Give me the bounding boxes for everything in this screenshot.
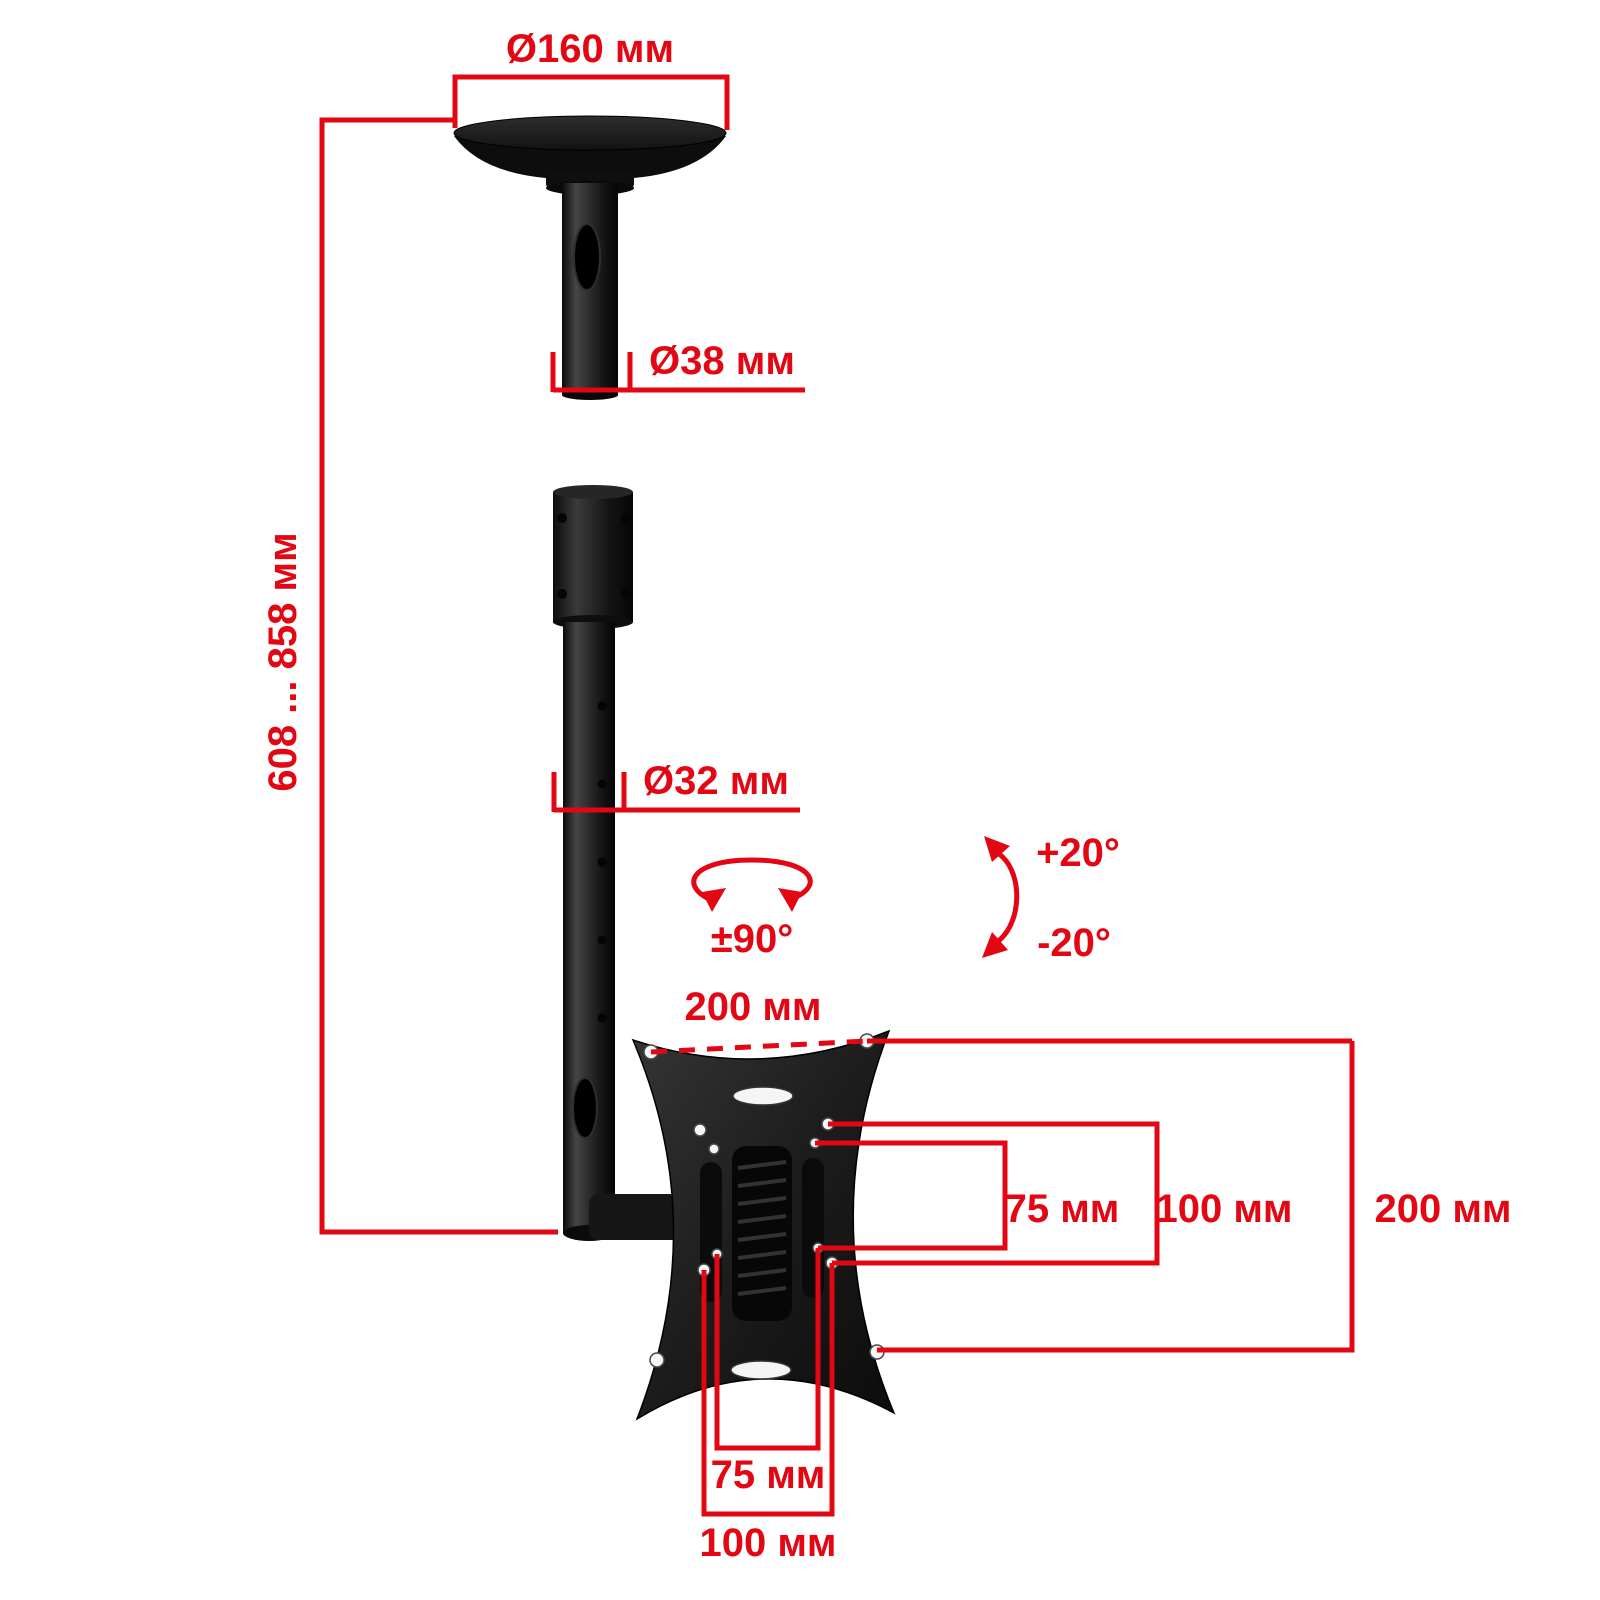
vesa-hole-200 [649, 1352, 665, 1368]
dim-vesa-width-top: 200 мм [650, 985, 1352, 1055]
adjust-hole [597, 857, 607, 867]
lower-pole-body [563, 622, 615, 1234]
dim-vesa-100-horizontal: 100 мм [699, 1263, 837, 1565]
telescopic-tube [553, 485, 633, 629]
tilt-arrowhead-up-icon [984, 836, 1010, 862]
dim-line-height-range [319, 117, 558, 1235]
rotation-indicator: ±90° [691, 857, 813, 961]
tilt-arrow-icon [992, 849, 1020, 947]
rotation-arrow-icon [691, 857, 813, 905]
dim-label-vesa-width-top: 200 мм [684, 985, 821, 1029]
tube-screw [621, 589, 631, 599]
dim-line-vesa-100-vertical [828, 1121, 1160, 1266]
dim-label-height-range: 608 ... 858 мм [261, 532, 305, 791]
adjust-hole [597, 779, 607, 789]
plate-slot-bottom [730, 1360, 792, 1380]
dim-label-upper-pole-diameter: Ø38 мм [649, 339, 795, 383]
telescopic-tube-body [553, 492, 633, 622]
ceiling-plate [453, 115, 727, 195]
dim-vesa-75-vertical: 75 мм [815, 1140, 1120, 1251]
tilt-hinge-body [732, 1146, 792, 1321]
tube-screw [557, 589, 567, 599]
dim-label-tilt-up: +20° [1036, 831, 1120, 875]
dim-label-rotation: ±90° [711, 917, 793, 961]
dim-line-vesa-75-vertical [815, 1140, 1008, 1251]
dim-plate-diameter: Ø160 мм [452, 27, 730, 130]
upper-pole [562, 183, 618, 400]
tilt-hinge-ribs [737, 1160, 787, 1296]
rotation-arrowhead-right-icon [778, 888, 802, 912]
tilt-arrowhead-down-icon [982, 932, 1008, 958]
dim-line-lower-pole-diameter [551, 772, 800, 813]
vesa-hole-100 [693, 1123, 707, 1137]
tube-screw [557, 513, 567, 523]
tilt-hinge [732, 1146, 792, 1321]
dim-vesa-100-vertical: 100 мм [828, 1121, 1293, 1266]
dim-line-upper-pole-diameter [550, 352, 805, 393]
plate-slot-right [802, 1158, 824, 1298]
vesa-hole-75 [708, 1143, 720, 1155]
dim-line-vesa-75-horizontal [714, 1248, 821, 1451]
dim-line-vesa-height-right [877, 1041, 1355, 1353]
adjust-hole [597, 701, 607, 711]
adjust-hole [597, 1013, 607, 1023]
dim-vesa-height-right: 200 мм [877, 1041, 1512, 1353]
dim-label-lower-pole-diameter: Ø32 мм [643, 759, 789, 803]
adjust-hole [597, 935, 607, 945]
dim-upper-pole-diameter: Ø38 мм [550, 339, 805, 393]
dim-label-plate-diameter: Ø160 мм [506, 27, 674, 71]
dim-label-vesa-height-right: 200 мм [1374, 1187, 1511, 1231]
tilt-indicator: +20° -20° [982, 831, 1120, 965]
cable-hole-top [573, 223, 601, 291]
dim-vesa-75-horizontal: 75 мм [711, 1248, 826, 1497]
rotation-arrowhead-left-icon [702, 888, 726, 912]
dim-height-range: 608 ... 858 мм [261, 117, 558, 1235]
lower-pole [563, 622, 615, 1241]
dim-label-vesa-75-vertical: 75 мм [1005, 1187, 1120, 1231]
dim-label-vesa-75-horizontal: 75 мм [711, 1453, 826, 1497]
dim-lower-pole-diameter: Ø32 мм [551, 759, 800, 813]
dim-line-vesa-100-horizontal [701, 1263, 835, 1517]
telescopic-tube-top [553, 485, 633, 499]
dim-label-tilt-down: -20° [1037, 921, 1111, 965]
dim-label-vesa-100-horizontal: 100 мм [699, 1521, 836, 1565]
tube-screw [621, 513, 631, 523]
plate-slot-top [732, 1086, 794, 1106]
dim-line-plate-diameter [452, 74, 730, 130]
ceiling-plate-disc [453, 115, 727, 151]
dim-line-vesa-top-dashed [650, 1038, 868, 1055]
vesa-plate [631, 1029, 896, 1421]
cable-hole-bottom [572, 1077, 598, 1139]
dim-label-vesa-100-vertical: 100 мм [1155, 1187, 1292, 1231]
